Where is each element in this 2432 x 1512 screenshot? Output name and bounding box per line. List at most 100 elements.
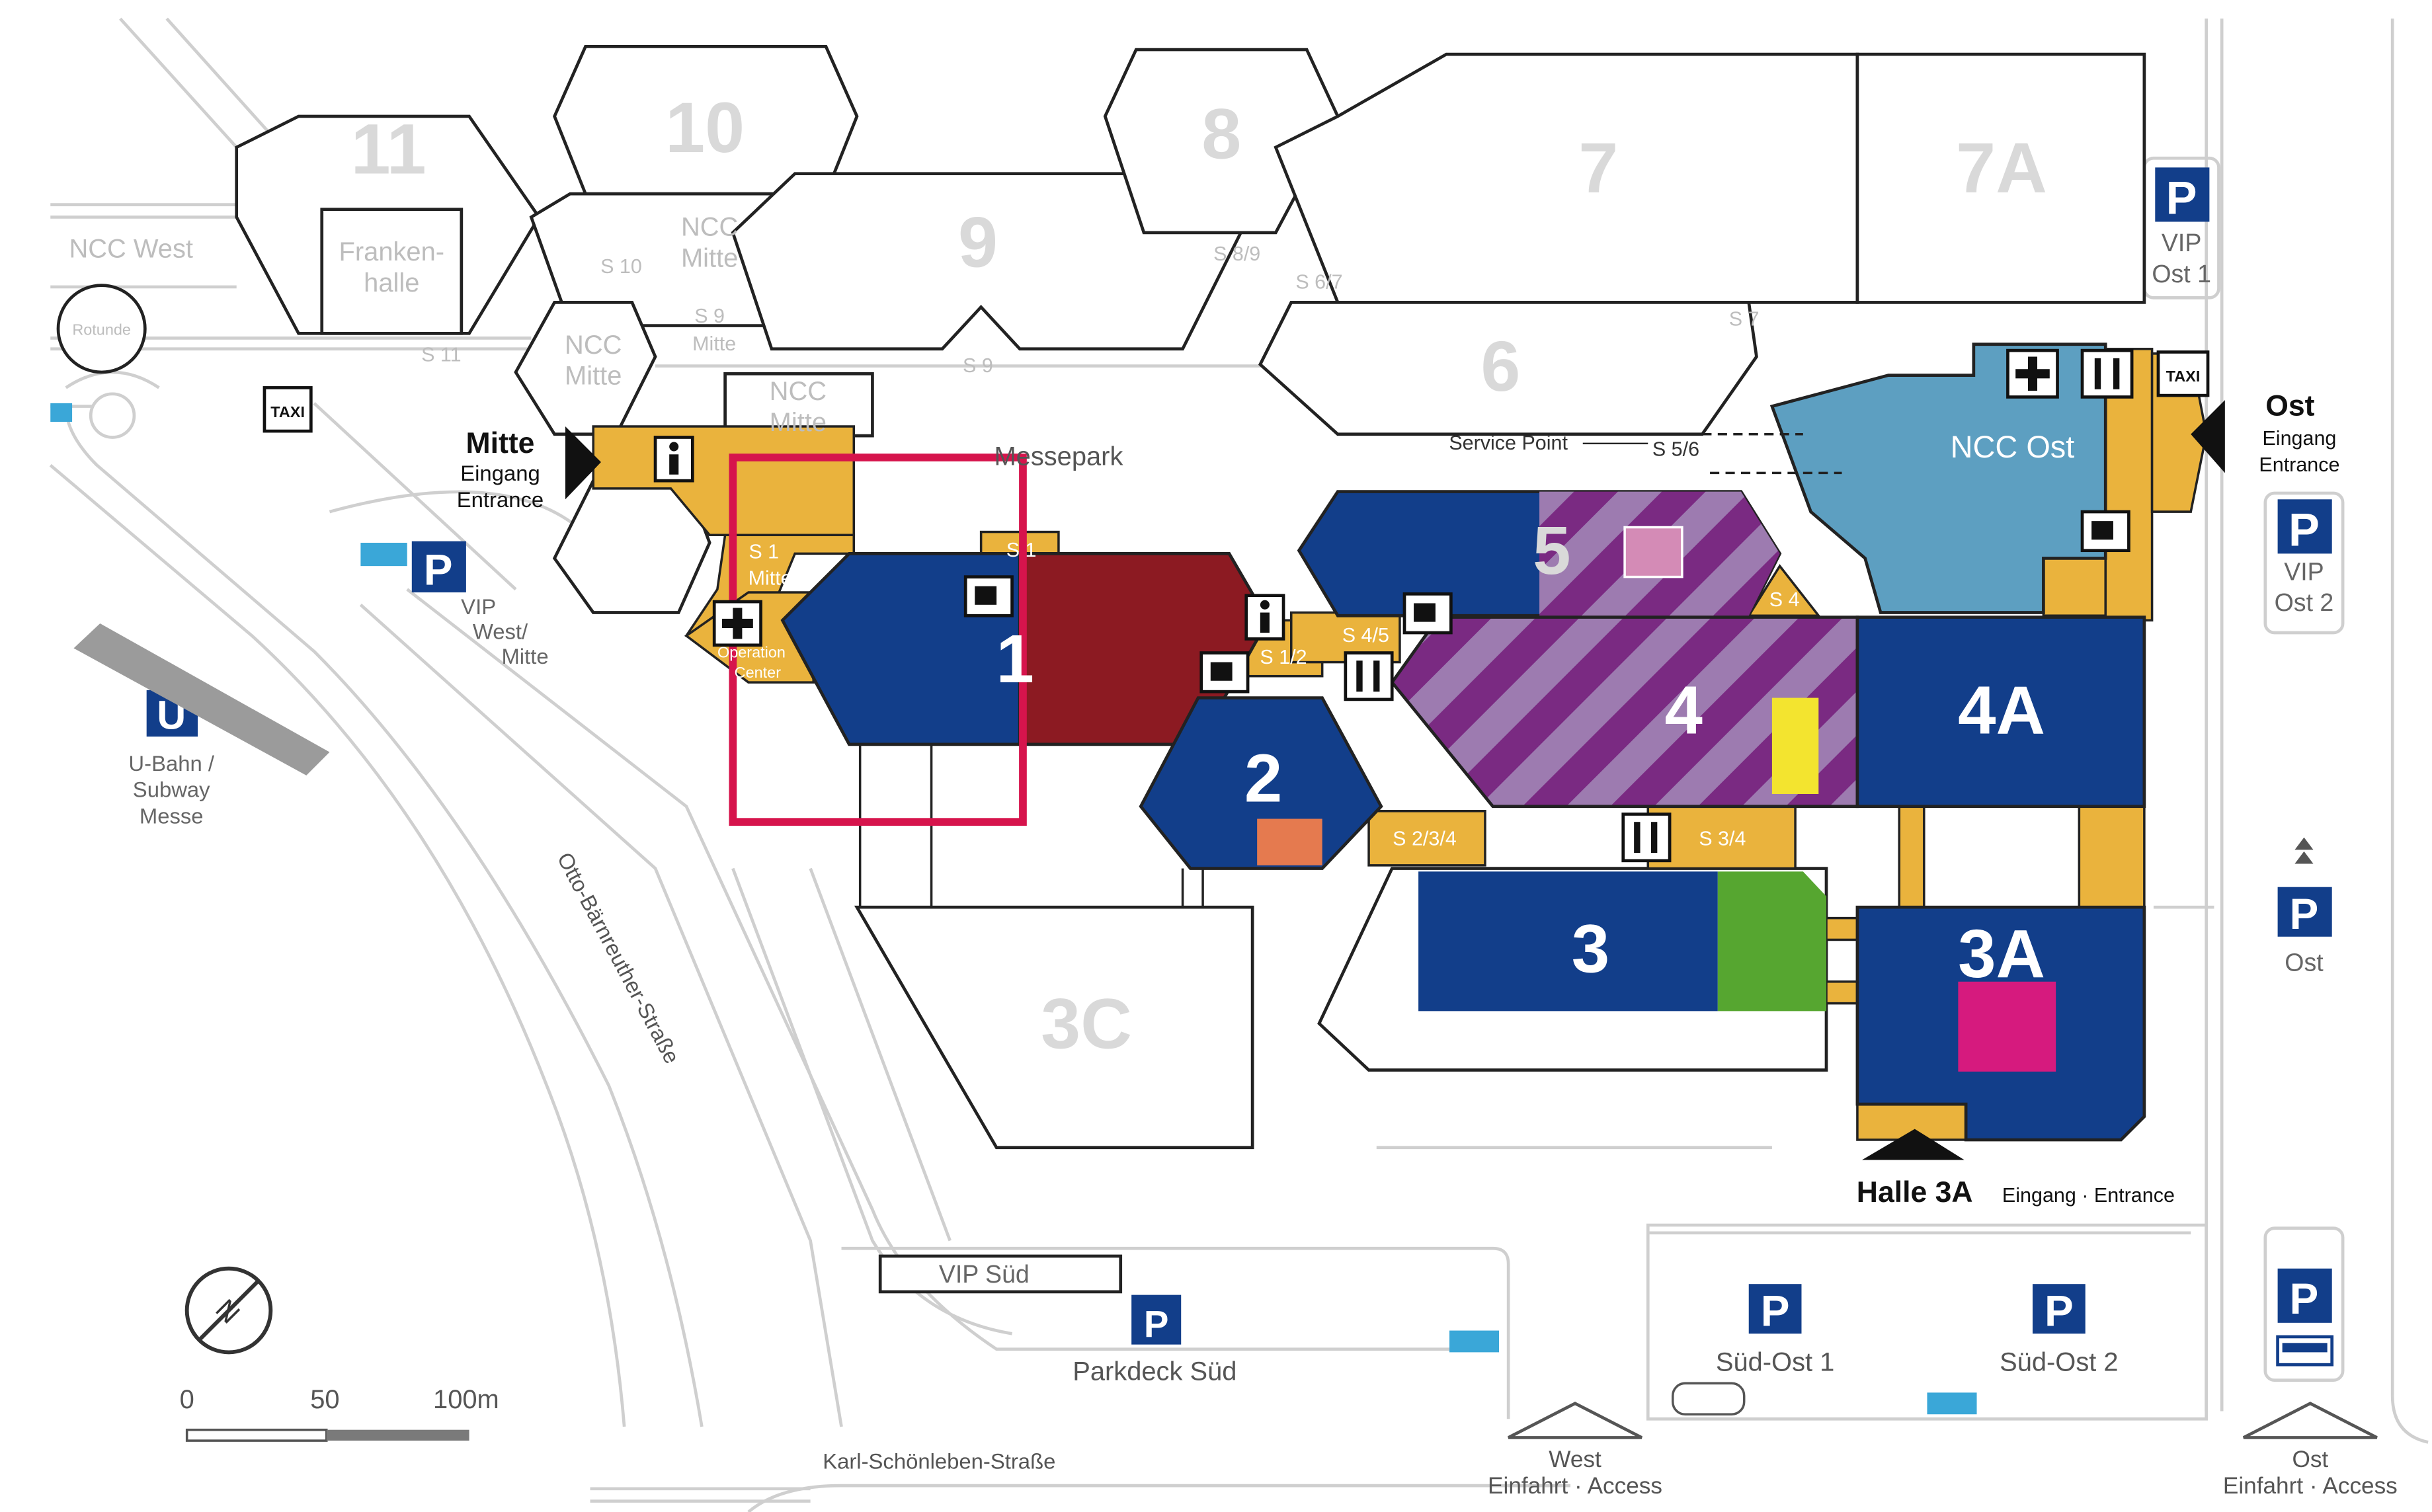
- coffee-icon[interactable]: [963, 575, 1014, 617]
- ubahn-label-2: Subway: [133, 777, 210, 802]
- coffee-icon[interactable]: [1199, 651, 1250, 694]
- ost-up-arrows: [2294, 837, 2314, 864]
- frankenhalle-shape: [320, 208, 464, 335]
- street-karl-label: Karl-Schönleben-Straße: [823, 1449, 1055, 1473]
- hall-7a-shape: [1855, 52, 2146, 304]
- ost-parking-label: Ost: [2285, 948, 2324, 976]
- ncc-mitte-left-label-2: Mitte: [565, 362, 622, 391]
- restaurant-icon[interactable]: [2080, 348, 2134, 399]
- ncc-mitte-top-label-2: Mitte: [681, 243, 738, 272]
- ubahn-label-3: Messe: [140, 804, 204, 828]
- hall-3a-label: 3A: [1958, 916, 2045, 992]
- svg-text:P: P: [2290, 890, 2319, 938]
- 4a-3a-connector-left: [1898, 805, 1925, 908]
- hall-3c-shape: [854, 905, 1254, 1150]
- restaurant-icon[interactable]: [1621, 813, 1672, 863]
- entrance-arrow-icon[interactable]: [1861, 1129, 1965, 1160]
- roundabout-shape: [89, 392, 136, 439]
- parking-icon[interactable]: P: [411, 541, 466, 594]
- entrance-arrow-icon[interactable]: [2191, 400, 2225, 473]
- sued-ost1-label: Süd-Ost 1: [1716, 1348, 1834, 1377]
- mitte-entrance-eingang: Eingang: [460, 461, 540, 485]
- subway-track: [73, 623, 330, 776]
- info-icon[interactable]: [1244, 594, 1285, 641]
- first-aid-icon[interactable]: [2006, 348, 2059, 399]
- parking-icon[interactable]: P: [2277, 887, 2332, 938]
- service-point-label: Service Point: [1449, 432, 1568, 454]
- s9-mitte-label-1: S 9: [694, 305, 725, 327]
- coffee-icon[interactable]: [1402, 592, 1453, 635]
- entrance-arrow-icon[interactable]: [565, 426, 601, 500]
- hall-3-green-area: [1717, 871, 1827, 1012]
- svg-text:P: P: [2166, 172, 2197, 224]
- first-aid-icon[interactable]: [712, 600, 762, 647]
- hall-8-label: 8: [1201, 93, 1241, 173]
- west-einfahrt-label-2: Einfahrt · Access: [1488, 1473, 1662, 1499]
- info-icon[interactable]: [653, 436, 694, 483]
- hall-3c-label: 3C: [1041, 984, 1132, 1064]
- s56-label: S 5/6: [1652, 438, 1699, 461]
- rotunde-label: Rotunde: [72, 321, 131, 338]
- s234-label: S 2/3/4: [1393, 827, 1457, 850]
- taxi-icon[interactable]: TAXI: [2156, 350, 2210, 397]
- scale-bar: [185, 1428, 469, 1442]
- bus-icon: [2276, 1335, 2334, 1367]
- ost-entrance-eingang: Eingang: [2262, 427, 2336, 450]
- parking-icon[interactable]: P: [1748, 1284, 1802, 1335]
- ubahn-label-1: U-Bahn /: [128, 751, 214, 776]
- parking-icon[interactable]: P: [2155, 167, 2210, 224]
- s12-label: S 1/2: [1260, 646, 1307, 668]
- svg-text:P: P: [1761, 1287, 1790, 1335]
- hall-5-label: 5: [1533, 512, 1570, 588]
- parking-icon[interactable]: P: [2277, 499, 2332, 556]
- s4-label: S 4: [1769, 588, 1800, 611]
- ncc-mitte-top-label-1: NCC: [681, 213, 738, 242]
- scale-50-label: 50: [310, 1385, 339, 1414]
- grey-labels: NCC West Franken- halle Rotunde NCC Mitt…: [69, 213, 1759, 438]
- s9-label: S 9: [963, 354, 993, 377]
- hall-9-label: 9: [958, 202, 998, 282]
- dashed-walkways: [1702, 433, 1842, 475]
- vip-sued-box: [878, 1254, 1123, 1294]
- ost-entrance-entrance: Entrance: [2259, 454, 2339, 476]
- s34-label: S 3/4: [1699, 827, 1746, 850]
- hall-11-label: 11: [351, 109, 426, 189]
- restaurant-icon[interactable]: [1344, 651, 1394, 701]
- vip-ost2-label-1: VIP: [2284, 557, 2324, 585]
- hall-4a-label: 4A: [1958, 672, 2045, 748]
- s7-label: S 7: [1729, 308, 1760, 331]
- ncc-ost-shape[interactable]: [1769, 342, 2107, 614]
- frankenhalle-label-2: halle: [364, 268, 419, 298]
- hall-1-label: 1: [996, 621, 1034, 697]
- messepark-label: Messepark: [994, 442, 1123, 471]
- hall-7-shape: [1274, 52, 1859, 304]
- taxi-icon[interactable]: TAXI: [263, 386, 313, 433]
- parkdeck-sued-label: Parkdeck Süd: [1073, 1357, 1236, 1386]
- hall-4-label: 4: [1665, 672, 1703, 748]
- mitte-entrance-entrance: Entrance: [457, 487, 544, 512]
- operation-center-label-2: Center: [735, 664, 782, 681]
- ticket-icon: [50, 403, 1977, 1415]
- s10-label: S 10: [600, 255, 642, 278]
- svg-text:P: P: [2045, 1287, 2074, 1335]
- s89-label: S 8/9: [1213, 243, 1260, 265]
- sued-ost2-label: Süd-Ost 2: [2000, 1348, 2118, 1377]
- vip-ost1-label-2: Ost 1: [2152, 260, 2211, 288]
- scale-0-label: 0: [180, 1385, 194, 1414]
- vip-ost1-label-1: VIP: [2162, 229, 2201, 257]
- coffee-icon[interactable]: [2080, 510, 2130, 553]
- parking-icon[interactable]: P: [2032, 1284, 2086, 1335]
- parking-deck-icon[interactable]: P: [1131, 1294, 1182, 1345]
- ost-einfahrt-label-2: Einfahrt · Access: [2223, 1473, 2398, 1499]
- hall-3-shape[interactable]: [1418, 871, 1718, 1012]
- hall-4a-shape[interactable]: [1855, 616, 2146, 809]
- hall-7a-label: 7A: [1956, 128, 2047, 208]
- s1-label: S 1: [1006, 539, 1037, 561]
- ncc-mitte-left-shape: [514, 301, 657, 436]
- parking-icon[interactable]: P: [2277, 1268, 2332, 1323]
- halle3a-entrance-title: Halle 3A: [1857, 1176, 1973, 1209]
- svg-text:P: P: [2290, 1275, 2319, 1323]
- hall-numbers: 11 10 9 8 7 7A 6 3C 5 1 2 4 4A 3 3A: [351, 87, 2047, 1064]
- vip-west-label-2: West/: [473, 619, 528, 643]
